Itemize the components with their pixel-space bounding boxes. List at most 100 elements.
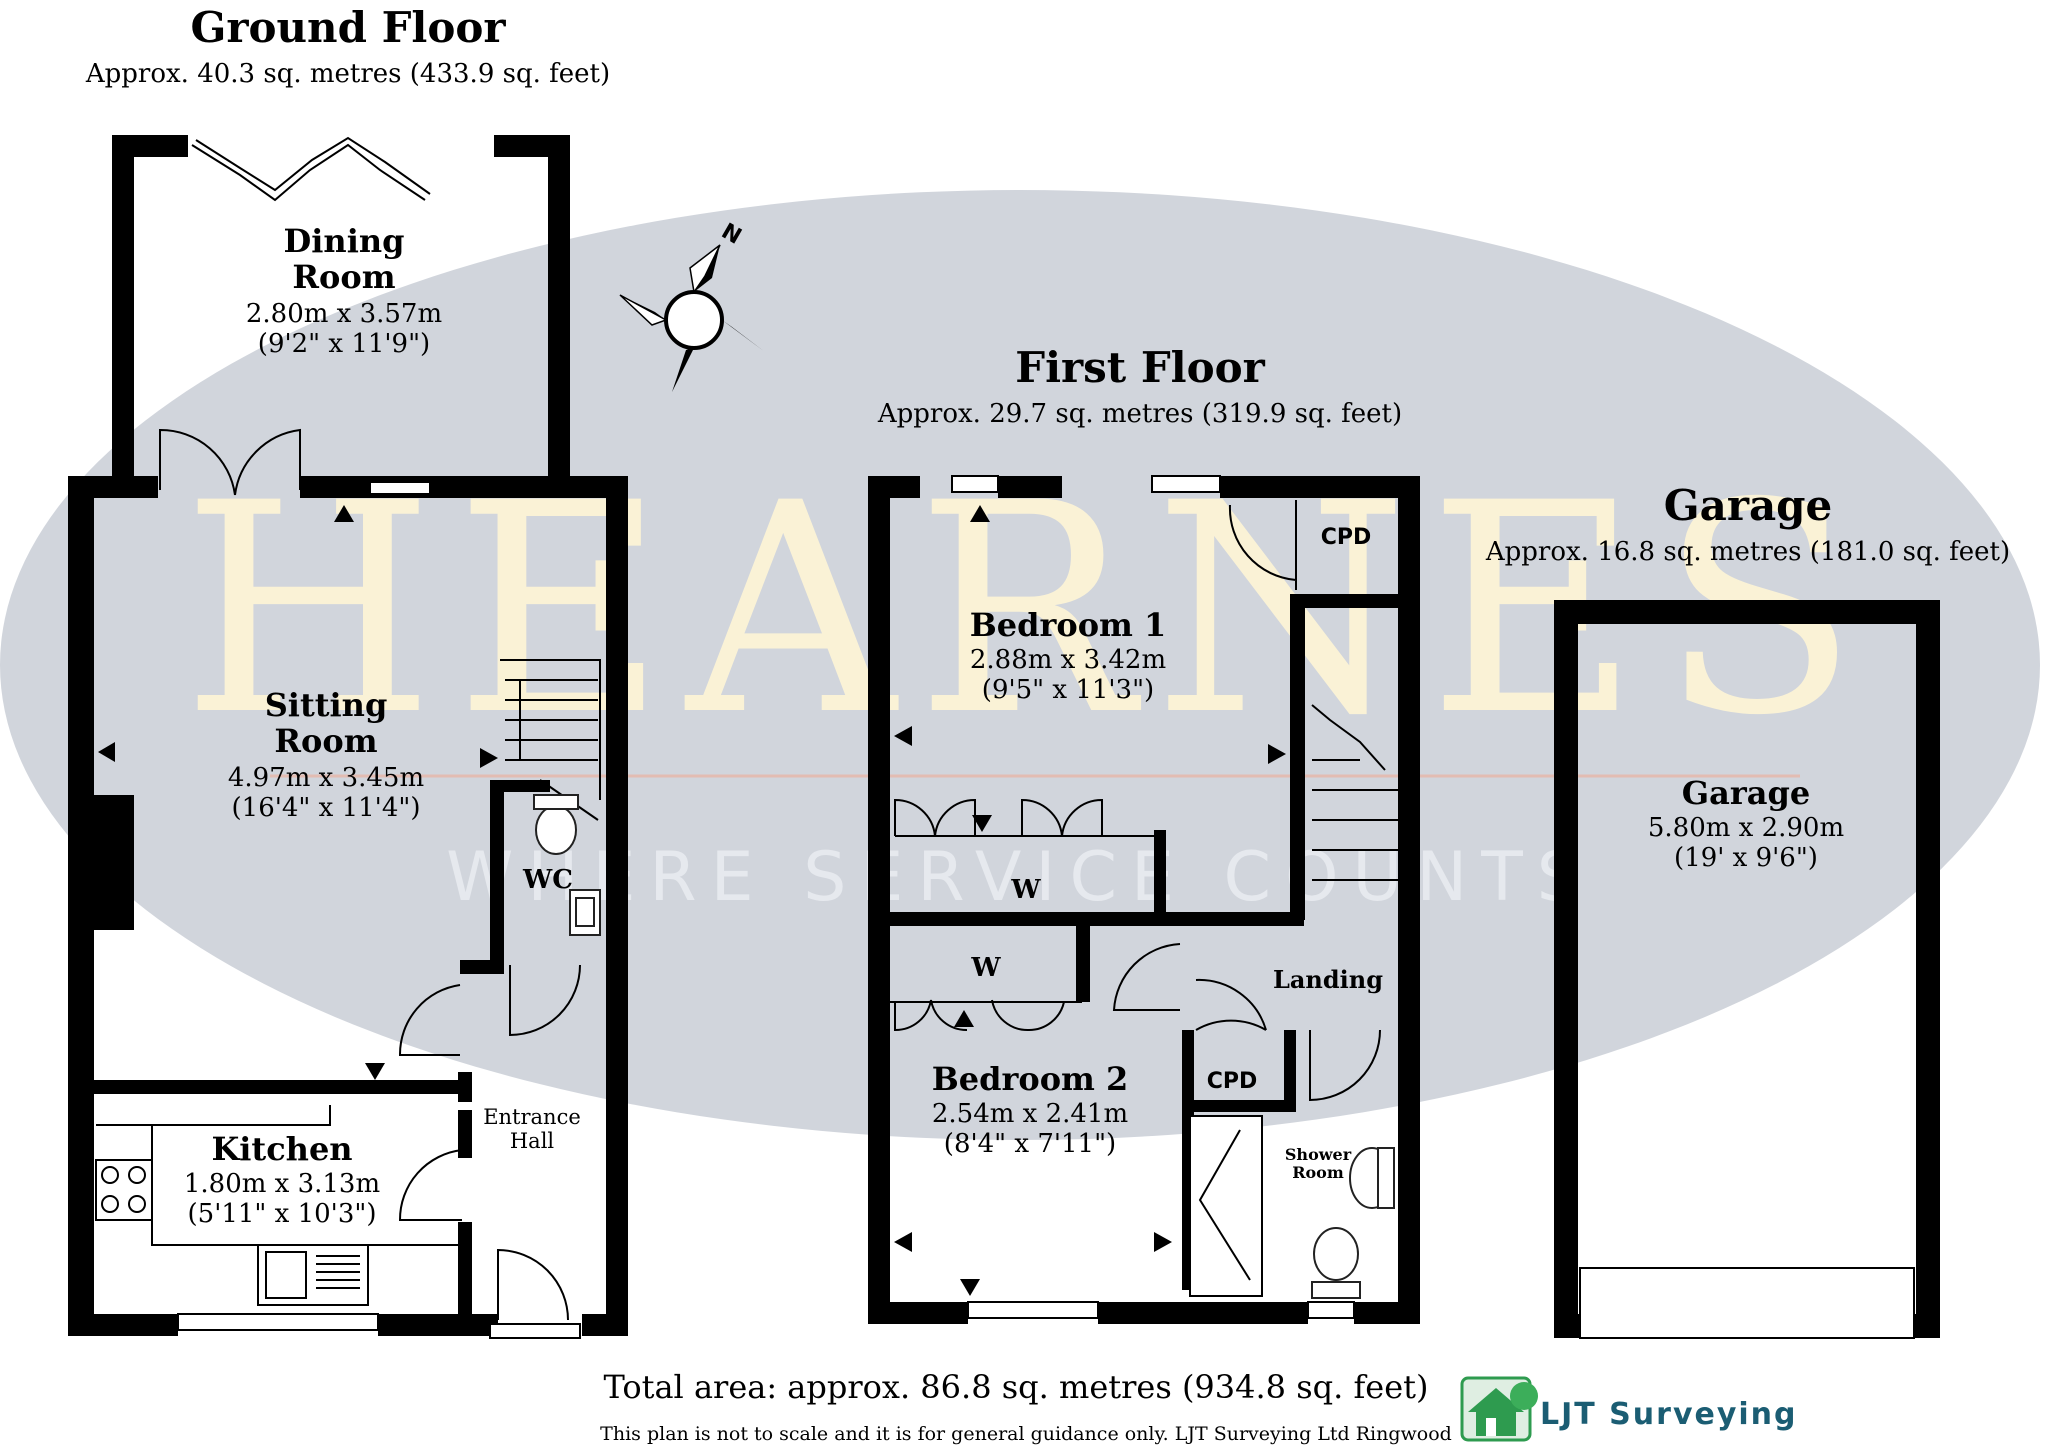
marker-arrow	[894, 726, 912, 746]
first-floor-area: Approx. 29.7 sq. metres (319.9 sq. feet)	[877, 399, 1402, 429]
wall	[300, 476, 628, 498]
kitchen-label: Kitchen	[211, 1130, 352, 1168]
wall	[868, 912, 1304, 926]
wall	[458, 1110, 472, 1158]
cpd-landing-door	[1189, 1019, 1267, 1100]
wardrobe	[894, 798, 1154, 837]
basin-bowl	[575, 897, 595, 927]
kitchen-size-ft: (5'11" x 10'3")	[188, 1199, 377, 1229]
garage-plan	[1554, 600, 1940, 1339]
wall	[90, 1080, 466, 1094]
toilet	[535, 805, 577, 855]
sink-bowl	[265, 1251, 307, 1299]
garage-size-m: 5.80m x 2.90m	[1648, 813, 1844, 843]
dining-room-label: Room	[292, 258, 395, 296]
wall	[1916, 600, 1940, 1338]
marker-arrow	[972, 815, 992, 832]
watermark-tagline: WHERE SERVICE COUNTS	[446, 838, 1594, 917]
disclaimer: This plan is not to scale and it is for …	[600, 1423, 1452, 1445]
wardrobe-label: W	[970, 953, 1001, 983]
ground-floor-title: Ground Floor	[191, 3, 507, 52]
french-door	[234, 428, 301, 496]
shower-room-door	[1309, 1029, 1381, 1102]
french-door	[159, 428, 236, 496]
wall	[1188, 1100, 1296, 1112]
wall	[868, 476, 890, 1324]
ljt-surveying-logo: LJT Surveying	[1460, 1376, 1796, 1442]
wall	[1554, 1314, 1580, 1338]
marker-arrow	[334, 505, 354, 522]
wall	[1554, 600, 1940, 624]
stairs	[500, 659, 601, 821]
marker-arrow	[480, 748, 498, 768]
first-floor-title: First Floor	[1015, 343, 1265, 392]
dining-room-size-m: 2.80m x 3.57m	[246, 299, 442, 329]
wardrobe-label: W	[1010, 875, 1041, 905]
toilet-cistern	[1311, 1281, 1361, 1299]
hob-ring	[101, 1195, 119, 1213]
ground-floor-area: Approx. 40.3 sq. metres (433.9 sq. feet)	[85, 59, 610, 89]
window	[1151, 475, 1221, 493]
cpd-landing-label: CPD	[1207, 1069, 1258, 1094]
wc-door	[509, 964, 581, 1037]
dining-room-label: Dining	[284, 222, 405, 260]
house-icon	[1468, 1388, 1524, 1412]
stairs	[1303, 606, 1398, 920]
shower-tray	[1189, 1115, 1263, 1297]
shower-room-label: Room	[1292, 1163, 1344, 1182]
hall-door	[398, 984, 461, 1056]
kitchen-worktop	[96, 1105, 331, 1126]
first-floor-plan	[868, 475, 1420, 1324]
kitchen-size-m: 1.80m x 3.13m	[184, 1169, 380, 1199]
wall	[1290, 594, 1304, 920]
hob-ring	[128, 1195, 146, 1213]
wall	[458, 1072, 472, 1102]
dining-room-size-ft: (9'2" x 11'9")	[258, 329, 430, 359]
window	[951, 475, 999, 493]
garage-area: Approx. 16.8 sq. metres (181.0 sq. feet)	[1485, 537, 2010, 567]
garage-label: Garage	[1682, 774, 1810, 812]
bedroom2-size-m: 2.54m x 2.41m	[932, 1099, 1128, 1129]
wall	[68, 476, 94, 1336]
wall	[582, 1314, 628, 1336]
front-door	[497, 1248, 569, 1321]
wall	[490, 780, 550, 792]
marker-arrow	[960, 1279, 980, 1296]
garage-door	[1579, 1267, 1915, 1339]
ground-floor-plan	[68, 135, 628, 1339]
tree-icon	[1510, 1382, 1538, 1410]
bedroom2-door	[1112, 943, 1181, 1011]
wall	[68, 1314, 178, 1336]
basin-surround	[1377, 1147, 1395, 1209]
chimney-breast	[90, 795, 134, 930]
cpd-label: CPD	[1321, 525, 1372, 550]
total-area: Total area: approx. 86.8 sq. metres (934…	[603, 1368, 1428, 1406]
marker-arrow	[1154, 1232, 1172, 1252]
bedroom1-size-ft: (9'5" x 11'3")	[982, 675, 1154, 705]
marker-arrow	[98, 742, 115, 762]
toilet-cistern	[533, 794, 579, 810]
marker-arrow	[365, 1063, 385, 1080]
wall	[1354, 1302, 1420, 1324]
cpd-landing-door-arc	[1195, 978, 1267, 1031]
bedroom1-size-m: 2.88m x 3.42m	[970, 645, 1166, 675]
wall	[1554, 600, 1578, 1338]
wall	[458, 1222, 472, 1317]
hob-ring	[101, 1166, 119, 1184]
marker-arrow	[954, 1010, 974, 1027]
shower-screen	[1198, 1129, 1251, 1281]
marker-arrow	[894, 1232, 912, 1252]
wall	[548, 135, 570, 480]
wall	[1098, 1302, 1308, 1324]
marker-arrow	[1268, 744, 1286, 764]
wall	[1154, 830, 1166, 926]
garage-size-ft: (19' x 9'6")	[1674, 843, 1818, 873]
drainer	[316, 1255, 360, 1289]
wall	[460, 960, 504, 974]
bedroom2-size-ft: (8'4" x 7'11")	[944, 1129, 1116, 1159]
wc-label: WC	[522, 865, 573, 895]
wall	[1284, 1030, 1296, 1112]
window	[967, 1301, 1099, 1319]
cpd-door	[1228, 500, 1297, 590]
